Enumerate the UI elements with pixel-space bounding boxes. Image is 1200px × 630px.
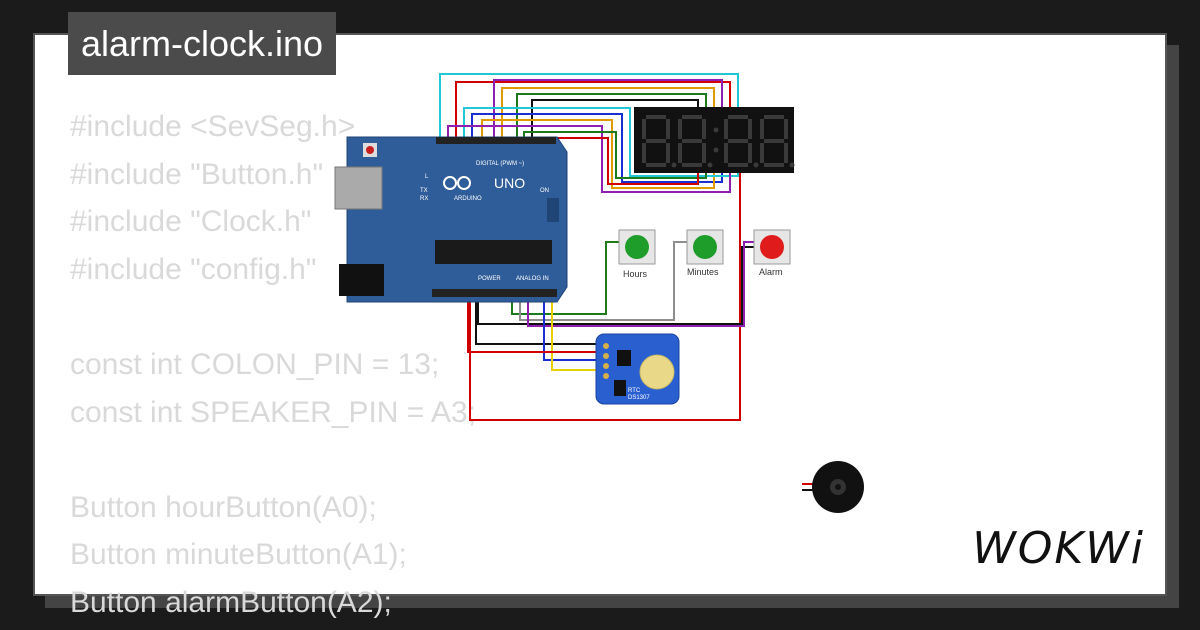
segment [682,139,702,143]
segment [678,143,682,163]
segment [678,119,682,139]
segment [748,143,752,163]
digital-header [436,137,556,144]
alarm-label: Alarm [759,267,783,277]
segment [728,115,748,119]
buzzer[interactable] [802,461,864,513]
analog-label: ANALOG IN [516,276,549,282]
power-jack [339,264,384,296]
code-line: Button hourButton(A0); [70,490,377,524]
colon-dot [713,127,719,133]
rtc-module[interactable]: RTC DS1307 [595,333,680,405]
circuit-diagram: DIGITAL (PWM ~) UNO ARDUINO POWER ANALOG… [334,73,864,513]
uno-label: UNO [494,175,525,191]
segment [642,119,646,139]
segment [784,143,788,163]
analog-header [432,289,557,297]
segment [724,143,728,163]
segment [724,119,728,139]
segment [764,115,784,119]
code-line: #include "Clock.h" [70,205,312,239]
code-line: Button alarmButton(A2); [70,585,392,619]
segment [764,139,784,143]
reset-button-cap [366,146,374,154]
code-preview: #include <SevSeg.h> #include "Button.h" #i… [70,103,476,627]
seven-segment-display [634,107,795,173]
segment [682,163,702,167]
code-line: #include <SevSeg.h> [70,110,356,143]
segment [728,163,748,167]
segment [642,143,646,163]
segment [646,139,666,143]
colon-dot [713,147,719,153]
decimal-point [789,162,795,168]
segment [764,163,784,167]
segment [702,119,706,139]
segment [784,119,788,139]
wokwi-logo: WOKWi [972,523,1145,574]
segment [682,115,702,119]
display-digits [642,115,795,168]
atmega-chip [435,240,552,264]
project-title: alarm-clock.ino [68,12,337,75]
rtc-sublabel: DS1307 [628,395,650,401]
segment [646,163,666,167]
segment [646,115,666,119]
segment [666,143,670,163]
rtc-label: RTC [628,388,641,394]
icsp-header [547,198,559,222]
minutes-label: Minutes [687,267,719,277]
arduino-uno-board[interactable]: DIGITAL (PWM ~) UNO ARDUINO POWER ANALOG… [334,136,568,303]
on-label: ON [540,188,549,194]
code-line: Button minuteButton(A1); [70,538,407,572]
decimal-point [671,162,677,168]
project-card[interactable]: #include <SevSeg.h> #include "Button.h" #i… [33,33,1167,619]
segment [666,119,670,139]
digital-label: DIGITAL (PWM ~) [476,161,524,167]
decimal-point [753,162,759,168]
code-line: #include "Button.h" [70,157,324,191]
rx-label: RX [420,196,428,202]
decimal-point [707,162,713,168]
tx-label: TX [420,188,428,194]
segment [748,119,752,139]
usb-port [334,166,383,210]
arduino-label: ARDUINO [454,196,482,202]
hours-button[interactable]: Hours [618,229,656,279]
alarm-button[interactable]: Alarm [753,229,791,277]
segment [760,119,764,139]
segment [728,139,748,143]
code-line: const int COLON_PIN = 13; [70,347,440,381]
power-label: POWER [478,276,501,282]
segment [702,143,706,163]
segment [760,143,764,163]
code-line: #include "config.h" [70,252,317,286]
l-label: L [425,174,429,180]
code-line: const int SPEAKER_PIN = A3; [70,395,477,429]
hours-label: Hours [623,269,648,279]
minutes-button[interactable]: Minutes [686,229,724,277]
arduino-logo-icon [443,176,471,190]
